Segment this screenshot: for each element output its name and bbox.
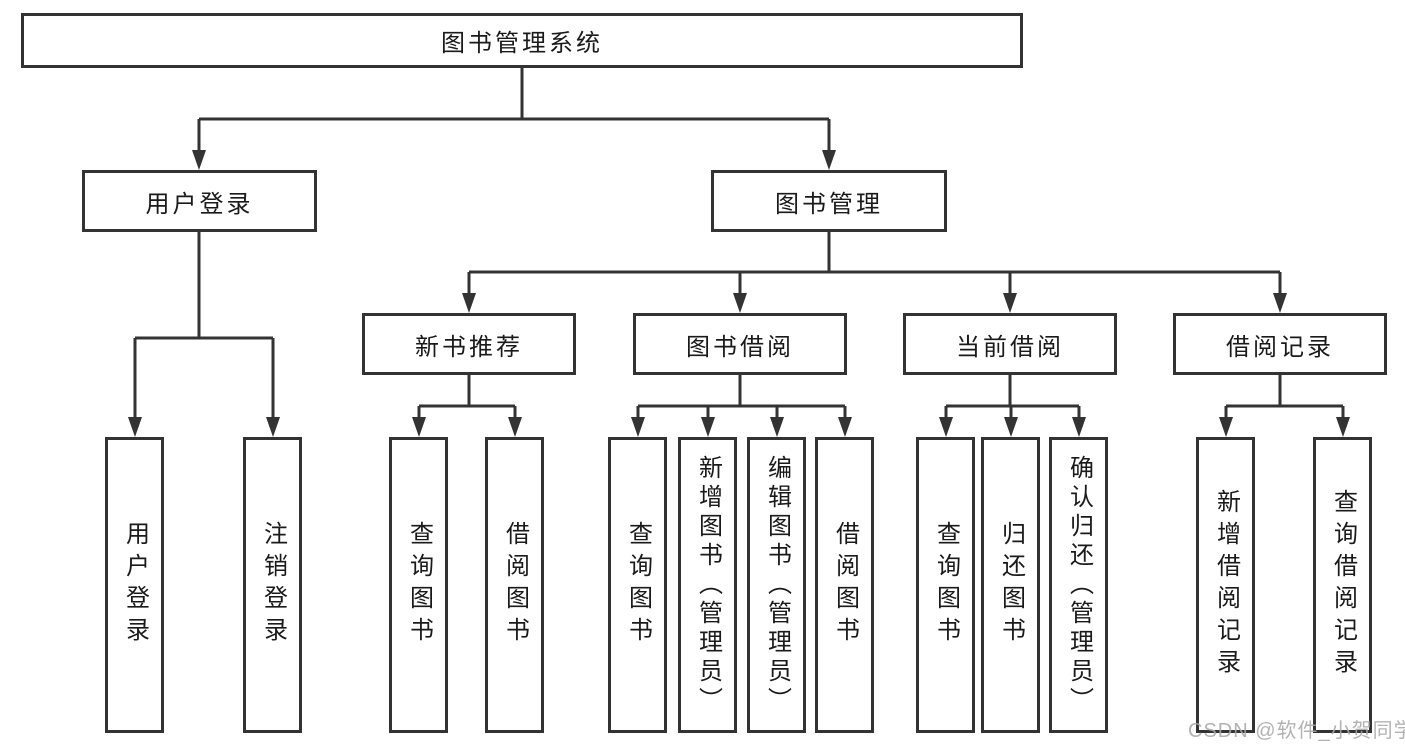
leaf-borrow-books-borrowing: 借阅图书 [815, 437, 874, 733]
connector-book-management [462, 232, 1287, 313]
connector-root [192, 68, 836, 170]
leaf-return-books: 归还图书 [981, 437, 1040, 733]
node-user-login: 用户登录 [82, 170, 317, 232]
leaf-query-books-borrowing: 查询图书 [608, 437, 667, 733]
node-user-login-label: 用户登录 [145, 190, 254, 218]
arrow-down-icon [770, 417, 784, 437]
leaf-query-borrow-record: 查询借阅记录 [1313, 437, 1372, 733]
arrow-down-icon [266, 417, 280, 437]
arrow-down-icon [1219, 417, 1233, 437]
arrow-down-icon [1336, 417, 1350, 437]
node-library-management-system-label: 图书管理系统 [441, 30, 603, 57]
leaf-borrow-books-borrowing-label: 借阅图书 [831, 521, 859, 649]
arrow-down-icon [939, 417, 953, 437]
arrow-down-icon [192, 150, 206, 170]
node-new-book-recommendation: 新书推荐 [362, 313, 576, 375]
node-library-management-system: 图书管理系统 [21, 13, 1023, 68]
leaf-edit-books-admin-label: 编辑图书（管理员） [763, 454, 791, 716]
arrow-down-icon [822, 150, 836, 170]
arrow-down-icon [838, 417, 852, 437]
arrow-down-icon [631, 417, 645, 437]
node-book-management: 图书管理 [711, 170, 947, 232]
arrow-down-icon [508, 417, 522, 437]
leaf-add-books-admin-label: 新增图书（管理员） [694, 454, 722, 716]
csdn-watermark: CSDN @软件_小贺同学 [1188, 720, 1405, 742]
leaf-edit-books-admin: 编辑图书（管理员） [747, 437, 806, 733]
arrow-down-icon [1003, 293, 1017, 313]
arrow-down-icon [1273, 293, 1287, 313]
leaf-confirm-return-admin: 确认归还（管理员） [1049, 437, 1108, 733]
leaf-add-borrow-record-label: 新增借阅记录 [1212, 489, 1240, 681]
leaf-add-borrow-record: 新增借阅记录 [1196, 437, 1255, 733]
connector-user-login [128, 232, 280, 437]
arrow-down-icon [462, 293, 476, 313]
leaf-borrow-books-newbook: 借阅图书 [485, 437, 544, 733]
node-book-borrowing: 图书借阅 [633, 313, 847, 375]
arrow-down-icon [1072, 417, 1086, 437]
leaf-user-login-label: 用户登录 [121, 521, 149, 649]
node-borrowing-records-label: 借阅记录 [1226, 333, 1334, 361]
node-book-management-label: 图书管理 [775, 190, 883, 218]
leaf-user-login: 用户登录 [105, 437, 164, 733]
leaf-add-books-admin: 新增图书（管理员） [678, 437, 737, 733]
node-current-borrowing-label: 当前借阅 [956, 333, 1064, 361]
arrow-down-icon [412, 417, 426, 437]
leaf-query-books-newbook: 查询图书 [389, 437, 448, 733]
connector-borrowing-records [1219, 375, 1350, 437]
connector-book-borrowing [631, 375, 852, 437]
leaf-query-borrow-record-label: 查询借阅记录 [1329, 489, 1357, 681]
node-current-borrowing: 当前借阅 [903, 313, 1117, 375]
leaf-query-books-newbook-label: 查询图书 [405, 521, 433, 649]
leaf-logout-login-label: 注销登录 [259, 521, 287, 649]
leaf-confirm-return-admin-label: 确认归还（管理员） [1065, 454, 1093, 716]
arrow-down-icon [733, 293, 747, 313]
node-borrowing-records: 借阅记录 [1173, 313, 1387, 375]
arrow-down-icon [701, 417, 715, 437]
connector-new-book-recommendation [412, 375, 522, 437]
connector-current-borrowing [939, 375, 1086, 437]
leaf-borrow-books-newbook-label: 借阅图书 [501, 521, 529, 649]
node-new-book-recommendation-label: 新书推荐 [415, 333, 523, 361]
leaf-logout-login: 注销登录 [243, 437, 302, 733]
arrow-down-icon [1004, 417, 1018, 437]
leaf-query-books-borrowing-label: 查询图书 [624, 521, 652, 649]
leaf-query-books-current-label: 查询图书 [932, 521, 960, 649]
arrow-down-icon [128, 417, 142, 437]
leaf-return-books-label: 归还图书 [997, 521, 1025, 649]
node-book-borrowing-label: 图书借阅 [686, 333, 794, 361]
leaf-query-books-current: 查询图书 [916, 437, 975, 733]
